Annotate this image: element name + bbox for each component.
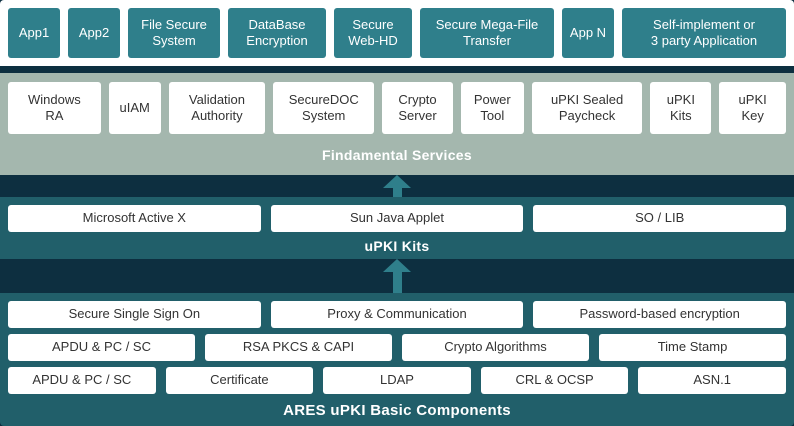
fundamental-services-band: Windows RA uIAM Validation Authority Sec…	[0, 73, 794, 175]
app2-box: App2	[68, 8, 120, 58]
secure-web-hd-box: Secure Web-HD	[334, 8, 412, 58]
crypto-algorithms-box: Crypto Algorithms	[402, 334, 589, 361]
so-lib-box: SO / LIB	[533, 205, 787, 232]
gap-1	[0, 175, 794, 197]
app1-box: App1	[8, 8, 60, 58]
crypto-server-box: Crypto Server	[382, 82, 453, 134]
rsa-pkcs-capi-box: RSA PKCS & CAPI	[205, 334, 392, 361]
self-implement-box: Self-implement or 3 party Application	[622, 8, 786, 58]
time-stamp-box: Time Stamp	[599, 334, 786, 361]
microsoft-activex-box: Microsoft Active X	[8, 205, 261, 232]
proxy-communication-box: Proxy & Communication	[270, 301, 524, 328]
upki-kits-label: uPKI Kits	[364, 237, 430, 254]
asn1-box: ASN.1	[638, 367, 786, 394]
uiam-box: uIAM	[108, 82, 161, 134]
up-arrow-icon	[383, 259, 411, 293]
arrow-head	[383, 259, 411, 272]
app-n-box: App N	[562, 8, 614, 58]
basic-components-row-2: APDU & PC / SC RSA PKCS & CAPI Crypto Al…	[8, 334, 786, 361]
apdu-pcsc-box-2: APDU & PC / SC	[8, 367, 156, 394]
secure-single-sign-on-box: Secure Single Sign On	[8, 301, 261, 328]
upki-kits-row: Microsoft Active X Sun Java Applet SO / …	[8, 205, 787, 232]
password-based-encryption-box: Password-based encryption	[533, 301, 787, 328]
basic-components-label: ARES uPKI Basic Components	[283, 401, 511, 419]
fundamental-services-label: Findamental Services	[322, 146, 472, 163]
applications-row: App1 App2 File Secure System DataBase En…	[0, 0, 794, 66]
basic-components-row-1: Secure Single Sign On Proxy & Communicat…	[8, 301, 787, 328]
apdu-pcsc-box-1: APDU & PC / SC	[8, 334, 195, 361]
upki-key-box: uPKI Key	[719, 82, 787, 134]
sun-java-applet-box: Sun Java Applet	[270, 205, 524, 232]
arrow-stem	[392, 272, 402, 293]
gap-2	[0, 259, 794, 293]
certificate-box: Certificate	[165, 367, 314, 394]
arrow-head	[383, 175, 411, 188]
crl-ocsp-box: CRL & OCSP	[480, 367, 629, 394]
power-tool-box: Power Tool	[460, 82, 524, 134]
basic-components-band: Secure Single Sign On Proxy & Communicat…	[0, 293, 794, 426]
ldap-box: LDAP	[323, 367, 471, 394]
upki-kits-small-box: uPKI Kits	[650, 82, 712, 134]
upki-kits-band: Microsoft Active X Sun Java Applet SO / …	[0, 197, 794, 259]
windows-ra-box: Windows RA	[8, 82, 101, 134]
validation-authority-box: Validation Authority	[168, 82, 266, 134]
basic-components-row-3: APDU & PC / SC Certificate LDAP CRL & OC…	[8, 367, 786, 394]
database-encryption-box: DataBase Encryption	[228, 8, 326, 58]
securedoc-system-box: SecureDOC System	[273, 82, 375, 134]
upki-sealed-paycheck-box: uPKI Sealed Paycheck	[531, 82, 643, 134]
up-arrow-icon	[383, 175, 411, 197]
arrow-stem	[392, 188, 402, 197]
secure-mega-file-transfer-box: Secure Mega-File Transfer	[420, 8, 554, 58]
fundamental-services-row: Windows RA uIAM Validation Authority Sec…	[8, 82, 787, 134]
file-secure-system-box: File Secure System	[128, 8, 220, 58]
